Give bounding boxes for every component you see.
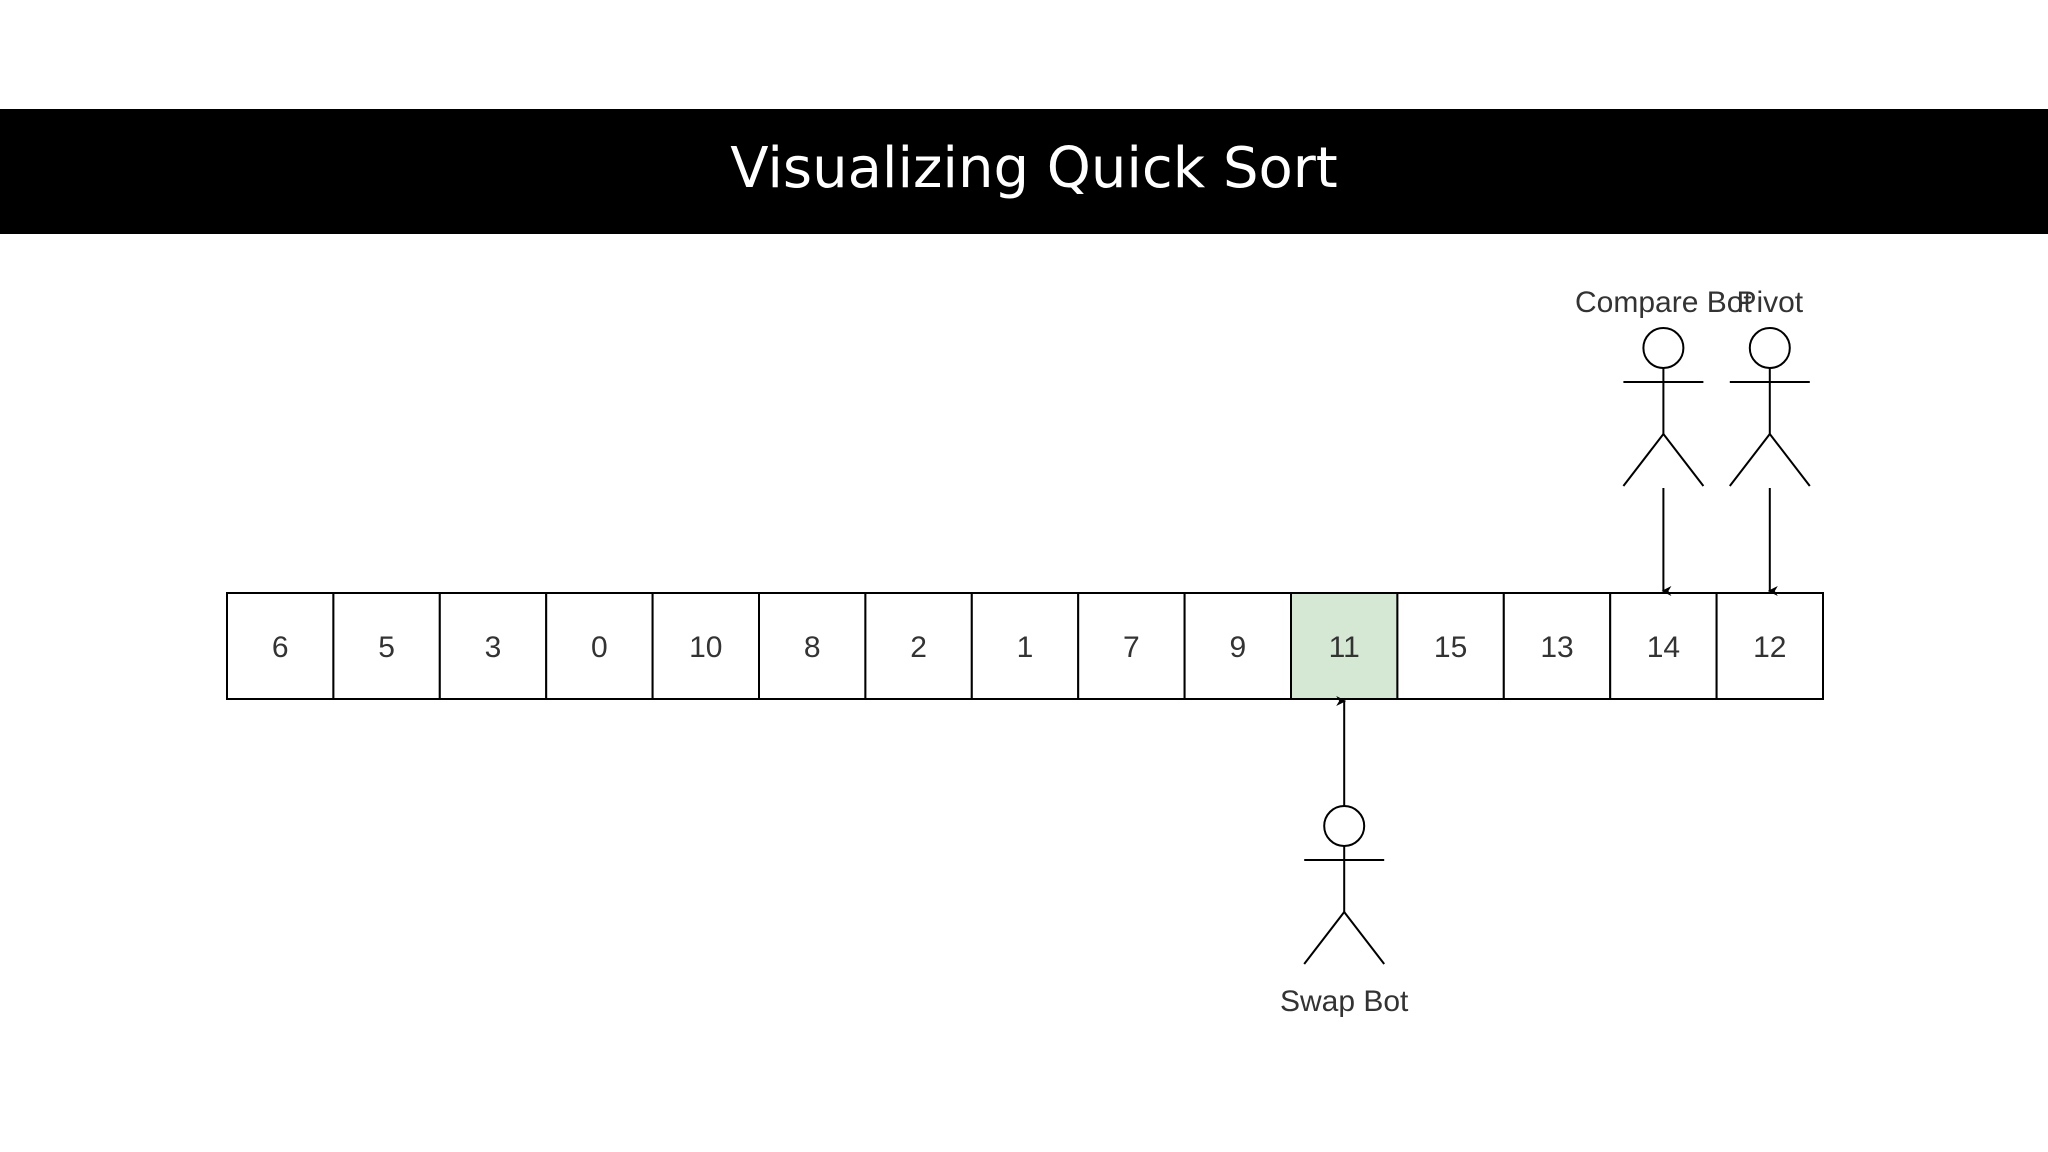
array-cell: 10 <box>651 592 760 700</box>
cell-box <box>1183 592 1292 700</box>
cell-box <box>1396 592 1505 700</box>
array-cell: 5 <box>332 592 441 700</box>
title-bar: Visualizing Quick Sort <box>0 109 2048 234</box>
cell-box <box>758 592 867 700</box>
array-cell: 3 <box>438 592 548 700</box>
pivot-label: Pivot <box>1736 286 1803 319</box>
cell-box <box>1077 592 1186 700</box>
array-cell: 0 <box>545 592 654 700</box>
page-title: Visualizing Quick Sort <box>730 136 1338 201</box>
array-cell: 7 <box>1077 592 1186 700</box>
compare-bot-label: Compare Bot <box>1575 286 1752 319</box>
cell-value: 3 <box>485 631 502 664</box>
cell-box <box>545 592 654 700</box>
cell-value: 9 <box>1229 631 1246 664</box>
array-cell: 12 <box>1715 592 1824 700</box>
cell-value: 12 <box>1753 631 1786 664</box>
cell-box <box>864 592 973 700</box>
array-cell: 9 <box>1183 592 1292 700</box>
cell-value: 10 <box>689 631 722 664</box>
cell-value: 15 <box>1434 631 1467 664</box>
cell-value: 7 <box>1123 631 1140 664</box>
pivot-figure <box>1729 327 1811 487</box>
array-cell: 15 <box>1396 592 1505 700</box>
cell-value: 0 <box>591 631 608 664</box>
array-row: 6 5 3 0 10 8 2 1 7 9 11 15 13 14 12 <box>226 592 1824 700</box>
compare-bot-figure <box>1622 327 1705 487</box>
cell-value: 6 <box>272 631 289 664</box>
cell-box <box>1502 592 1612 700</box>
array-cell: 14 <box>1609 592 1718 700</box>
cell-value: 13 <box>1540 631 1573 664</box>
array-cell: 6 <box>226 592 335 700</box>
swap-bot-label: Swap Bot <box>1280 985 1409 1018</box>
cell-box <box>651 592 760 700</box>
cell-value: 8 <box>804 631 821 664</box>
cell-box <box>226 592 335 700</box>
array-cell: 1 <box>970 592 1080 700</box>
array-cell: 11 <box>1290 592 1399 700</box>
highlighted-cell-box <box>1290 592 1399 700</box>
cell-value: 11 <box>1329 631 1360 664</box>
array-cell: 13 <box>1502 592 1612 700</box>
array-cell: 8 <box>758 592 867 700</box>
cell-box <box>970 592 1080 700</box>
cell-box <box>1715 592 1824 700</box>
swap-bot-figure <box>1303 805 1385 965</box>
cell-value: 2 <box>910 631 927 664</box>
cell-value: 14 <box>1647 631 1680 664</box>
cell-value: 5 <box>378 631 395 664</box>
cell-box <box>1609 592 1718 700</box>
cell-value: 1 <box>1017 631 1034 664</box>
array-cell: 2 <box>864 592 973 700</box>
